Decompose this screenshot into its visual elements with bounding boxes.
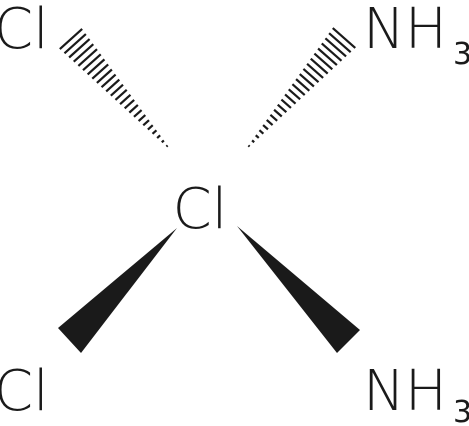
hashed-wedge-top-left-dash [59,28,83,50]
hashed-wedge-top-right-dash [317,47,338,66]
hashed-wedge-top-left-dash [119,94,132,105]
hashed-wedge-top-left-dash [91,63,109,80]
hashed-wedge-top-left-dash [151,129,158,135]
hashed-wedge-top-right-dash [255,134,260,139]
hashed-wedge-top-left-dash [114,88,128,101]
hashed-wedge-bond-top-right [247,27,356,148]
hashed-wedge-top-left-dash [147,124,154,131]
center-atom-label: Cl [173,177,228,242]
hashed-wedge-top-right-dash [273,108,283,118]
hashed-wedge-top-left-dash [86,58,106,76]
hashed-wedge-top-right-dash [262,124,269,131]
ligand-bottom-right-label: NH [363,359,447,424]
ligand-bottom-left-label: Cl [0,359,49,424]
hashed-wedge-top-right-dash [321,42,343,62]
hashed-wedge-top-left-dash [82,53,102,72]
hashed-wedge-top-left-dash [73,43,95,63]
ligand-bottom-right-subscript: 3 [453,395,469,426]
hashed-wedge-top-right-dash [269,114,278,122]
hashed-wedge-top-right-dash [251,139,255,144]
hashed-wedge-top-right-dash [280,98,292,109]
hashed-wedge-top-left-dash [133,109,143,118]
hashed-wedge-top-left-dash [105,78,121,93]
hashed-wedge-top-right-dash [313,52,334,71]
hashed-wedge-top-right-dash [266,119,274,126]
hashed-wedge-top-right-dash [295,78,311,92]
hashed-wedge-top-right-dash [306,62,324,79]
hashed-wedge-top-left-dash [137,114,147,122]
hashed-wedge-top-left-dash [110,83,124,97]
hashed-wedge-top-right-dash [332,27,356,49]
hashed-wedge-top-right-dash [247,144,251,148]
hashed-wedge-top-right-dash [302,68,320,84]
ligand-top-right-subscript: 3 [453,37,469,72]
hashed-wedge-top-left-dash [123,99,135,110]
hashed-wedge-top-right-dash [328,32,352,54]
hashed-wedge-top-right-dash [310,57,329,75]
hashed-wedge-top-left-dash [161,139,165,144]
hashed-wedge-top-right-dash [277,103,288,114]
ligand-top-right-label: NH [363,0,447,62]
hashed-wedge-top-left-dash [77,48,98,67]
hashed-wedge-top-left-dash [156,134,161,139]
hashed-wedge-top-left-dash [165,144,169,148]
hashed-wedge-top-right-dash [258,129,265,135]
ligand-top-left-label: Cl [0,0,49,62]
hashed-wedge-top-right-dash [291,83,306,96]
solid-wedge-bond-bottom-right [237,226,360,353]
hashed-wedge-top-left-dash [100,73,117,88]
hashed-wedge-top-right-dash [324,37,347,58]
hashed-wedge-top-right-dash [284,93,297,105]
hashed-wedge-top-right-dash [299,73,315,88]
hashed-wedge-top-left-dash [68,38,91,59]
hashed-wedge-top-left-dash [142,119,150,127]
hashed-wedge-top-left-dash [128,104,139,114]
hashed-wedge-top-left-dash [63,33,87,55]
solid-wedge-bond-bottom-left [58,228,177,353]
hashed-wedge-top-left-dash [96,68,113,84]
hashed-wedge-top-right-dash [288,88,301,101]
hashed-wedge-bond-top-left [59,28,169,148]
